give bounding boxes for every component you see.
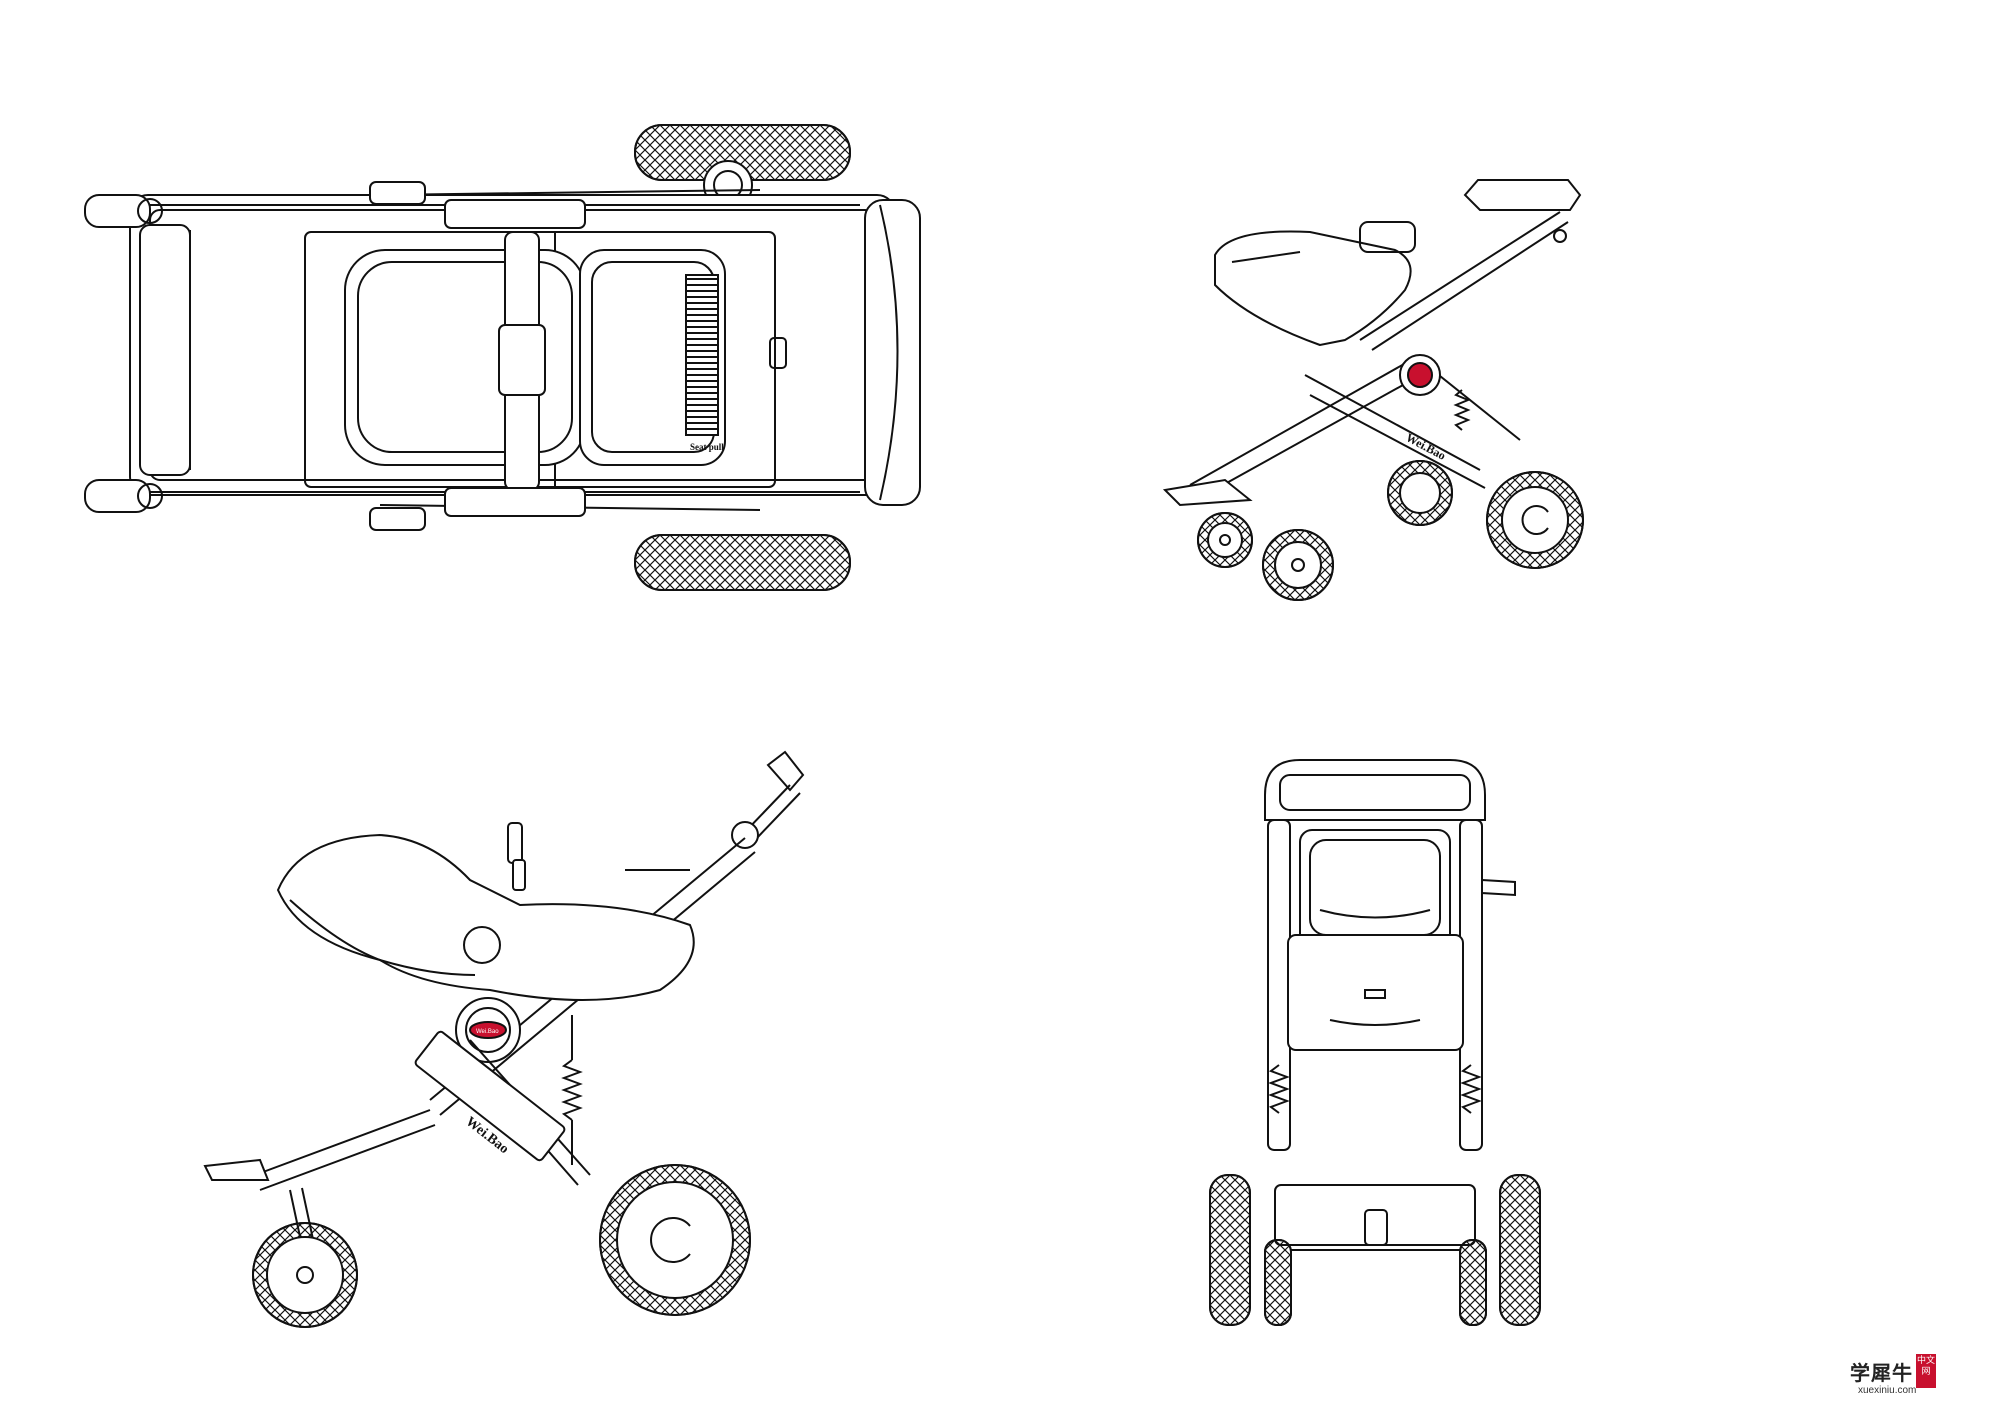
front-view [1209, 759, 1541, 1326]
persp-front-wheel-right [1262, 529, 1334, 601]
side-rear-wheel [599, 1164, 751, 1316]
top-view-wheel-lower [634, 534, 851, 591]
side-hub-badge-text: Wei.Bao [476, 1029, 499, 1035]
perspective-view: Wei.Bao [1162, 179, 1584, 601]
front-view-wheel-right-inner [1459, 1239, 1487, 1326]
watermark-text: 学犀牛 [1850, 1360, 1913, 1385]
front-view-wheel-left-inner [1264, 1239, 1292, 1326]
watermark-seal: 中文网 [1916, 1354, 1936, 1388]
front-view-wheel-right-outer [1499, 1174, 1541, 1326]
side-hub-badge [469, 1021, 507, 1039]
seat-pull-label: Seat pull [690, 442, 724, 452]
watermark: 学犀牛 中文网 xuexiniu.com [1850, 1346, 1980, 1396]
persp-frame-brand: Wei.Bao [1404, 430, 1449, 463]
top-view: Seat pull [84, 124, 921, 591]
side-front-wheel [252, 1222, 358, 1328]
persp-rear-wheel-left [1387, 460, 1453, 526]
watermark-url: xuexiniu.com [1858, 1385, 1917, 1396]
persp-hub-badge [1407, 362, 1433, 388]
persp-rear-wheel-right [1486, 471, 1584, 569]
front-view-wheel-left-outer [1209, 1174, 1251, 1326]
side-view: Wei.Bao Wei.Bao [203, 750, 805, 1328]
persp-front-wheel-left [1197, 512, 1253, 568]
